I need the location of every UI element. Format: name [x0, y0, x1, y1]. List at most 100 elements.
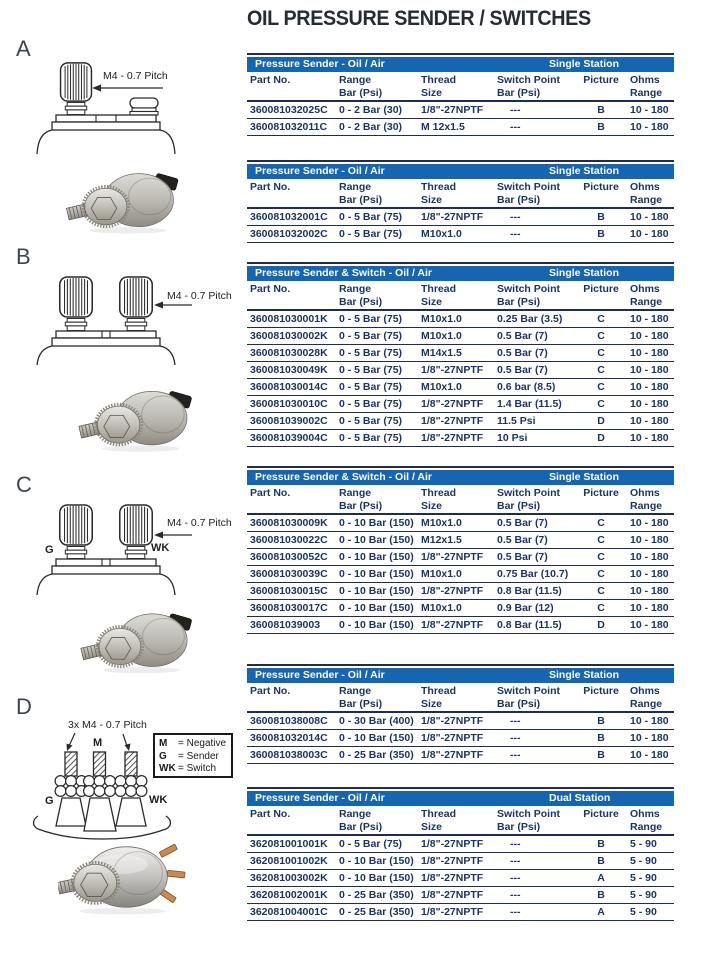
- cell-part-no: 360081030014C: [250, 381, 328, 393]
- col-header-line1: Ohms: [630, 685, 660, 697]
- cell-range: 0 - 5 Bar (75): [339, 228, 403, 240]
- cell-part-no: 362081004001C: [250, 906, 328, 918]
- cell-range: 0 - 2 Bar (30): [339, 121, 403, 133]
- col-header-line1: Thread: [421, 487, 457, 499]
- cell-part-no: 362081003002K: [250, 872, 328, 884]
- terminal-label-wk-c: WK: [151, 542, 170, 554]
- col-header-line2: Size: [421, 500, 443, 512]
- legend-box: M = Negative G = Sender WK = Switch: [153, 733, 233, 778]
- col-header-line1: Thread: [421, 808, 457, 820]
- terminal-label-g-c: G: [45, 544, 54, 556]
- section-letter-d: D: [16, 694, 32, 719]
- col-header-line1: Range: [339, 283, 372, 295]
- pitch-label-c: M4 - 0.7 Pitch: [167, 517, 232, 529]
- cell-range: 0 - 10 Bar (150): [339, 872, 414, 884]
- col-header-part-no: Part No.: [247, 181, 339, 207]
- cell-range: 0 - 25 Bar (350): [339, 749, 414, 761]
- cell-ohms-range: 10 - 180: [630, 121, 669, 133]
- cell-range: 0 - 5 Bar (75): [339, 381, 403, 393]
- table-top-rule: [247, 787, 674, 789]
- col-header-part-no: Part No.: [247, 74, 339, 100]
- cell-switch-point: ---: [510, 906, 521, 918]
- cell-ohms-range: 10 - 180: [630, 330, 669, 342]
- cell-picture: B: [597, 749, 605, 761]
- cell-thread-size: 1/8"-27NPTF: [421, 906, 484, 918]
- cell-thread-size: M12x1.5: [421, 534, 462, 546]
- table-row: 362081003002K 0 - 10 Bar (150) 1/8"-27NPTF…: [247, 870, 674, 887]
- col-header-line1: Range: [339, 74, 372, 86]
- col-header-line1: Range: [339, 181, 372, 193]
- cell-range: 0 - 5 Bar (75): [339, 364, 403, 376]
- cell-ohms-range: 10 - 180: [630, 517, 669, 529]
- cell-picture: B: [597, 889, 605, 901]
- cell-ohms-range: 10 - 180: [630, 398, 669, 410]
- cell-ohms-range: 10 - 180: [630, 551, 669, 563]
- cell-thread-size: 1/8"-27NPTF: [421, 889, 484, 901]
- pitch-label-d: 3x M4 - 0.7 Pitch: [68, 719, 147, 731]
- legend-desc: = Switch: [178, 763, 217, 774]
- cell-part-no: 360081030017C: [250, 602, 328, 614]
- cell-ohms-range: 5 - 90: [630, 906, 657, 918]
- table-station: Single Station: [549, 471, 620, 483]
- legend-row: WK = Switch: [159, 763, 227, 776]
- cell-thread-size: M10x1.0: [421, 517, 462, 529]
- col-header-line1: Part No.: [250, 808, 291, 820]
- cell-switch-point: ---: [510, 889, 521, 901]
- cell-picture: D: [597, 619, 605, 631]
- cell-thread-size: 1/8"-27NPTF: [421, 872, 484, 884]
- col-header-part-no: Part No.: [247, 283, 339, 309]
- col-header-line1: Ohms: [630, 181, 660, 193]
- col-header-line1: Range: [339, 808, 372, 820]
- cell-range: 0 - 5 Bar (75): [339, 313, 403, 325]
- col-header-line1: Switch Point: [497, 487, 560, 499]
- terminal-label-g-d: G: [45, 795, 54, 807]
- legend-desc: = Negative: [178, 738, 227, 749]
- cell-range: 0 - 5 Bar (75): [339, 432, 403, 444]
- cell-thread-size: 1/8"-27NPTF: [421, 398, 484, 410]
- col-header-picture: Picture: [572, 487, 630, 513]
- legend-key: WK: [159, 763, 176, 774]
- cell-part-no: 360081038003C: [250, 749, 328, 761]
- cell-part-no: 360081030039C: [250, 568, 328, 580]
- legend-key: M: [159, 738, 168, 749]
- cell-ohms-range: 10 - 180: [630, 381, 669, 393]
- cell-thread-size: 1/8"-27NPTF: [421, 619, 484, 631]
- cell-picture: C: [597, 517, 605, 529]
- cell-picture: C: [597, 381, 605, 393]
- table-category: Pressure Sender - Oil / Air: [255, 58, 385, 70]
- cell-ohms-range: 10 - 180: [630, 715, 669, 727]
- cell-ohms-range: 10 - 180: [630, 364, 669, 376]
- cell-thread-size: 1/8"-27NPTF: [421, 211, 484, 223]
- cell-ohms-range: 10 - 180: [630, 749, 669, 761]
- cell-switch-point: ---: [510, 855, 521, 867]
- cell-ohms-range: 10 - 180: [630, 534, 669, 546]
- cell-picture: B: [597, 228, 605, 240]
- cell-picture: C: [597, 398, 605, 410]
- col-header-picture: Picture: [572, 685, 630, 711]
- cell-ohms-range: 10 - 180: [630, 415, 669, 427]
- pitch-label-b: M4 - 0.7 Pitch: [167, 290, 232, 302]
- cell-ohms-range: 10 - 180: [630, 585, 669, 597]
- cell-thread-size: M10x1.0: [421, 602, 462, 614]
- col-header-line2: Range: [630, 821, 663, 833]
- cell-thread-size: 1/8"-27NPTF: [421, 364, 484, 376]
- cell-range: 0 - 5 Bar (75): [339, 330, 403, 342]
- cell-picture: B: [597, 715, 605, 727]
- cell-range: 0 - 5 Bar (75): [339, 415, 403, 427]
- cell-switch-point: ---: [510, 872, 521, 884]
- col-header-line1: Thread: [421, 74, 457, 86]
